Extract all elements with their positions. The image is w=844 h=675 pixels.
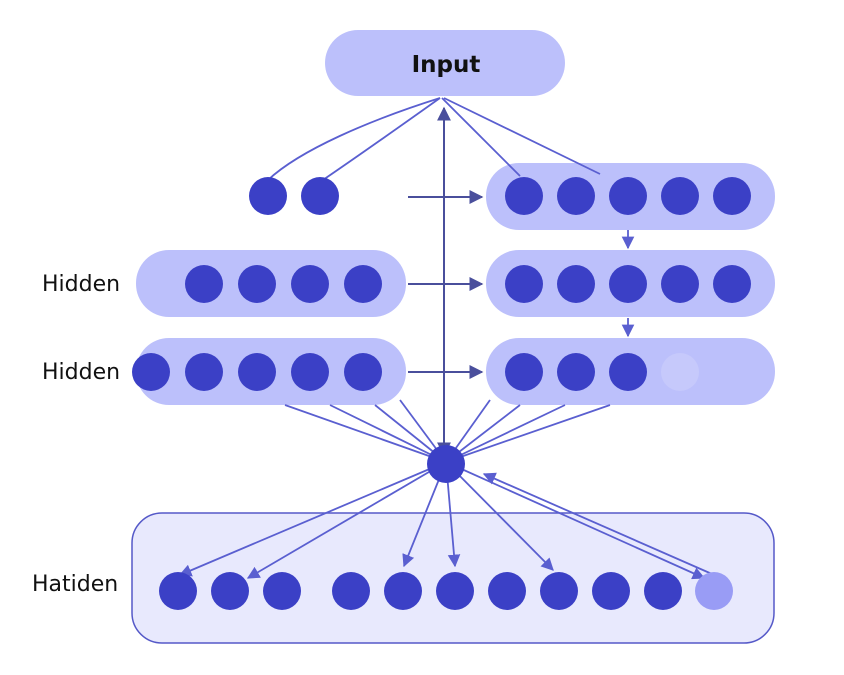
right-layer-3-nodes [505, 353, 699, 391]
node [488, 572, 526, 610]
node [263, 572, 301, 610]
link-input-to-top-left-2 [319, 97, 441, 183]
left-layer-2-nodes [132, 353, 382, 391]
node [238, 353, 276, 391]
node [344, 353, 382, 391]
link-input-to-top-left-1 [267, 97, 441, 181]
node [332, 572, 370, 610]
node [211, 572, 249, 610]
node [661, 265, 699, 303]
link-left-2-to-hub-b [329, 404, 447, 463]
hidden-label-2: Hidden [42, 360, 120, 385]
node [132, 353, 170, 391]
hub-node [427, 445, 465, 483]
hidden-label-1: Hidden [42, 272, 120, 297]
node [609, 353, 647, 391]
left-layer-1-nodes [185, 265, 382, 303]
node [557, 177, 595, 215]
node [505, 265, 543, 303]
link-input-to-right-1a [441, 97, 521, 177]
node [713, 177, 751, 215]
node [644, 572, 682, 610]
link-bottom-11-to-hub [482, 472, 713, 575]
right-layer-1-nodes [505, 177, 751, 215]
node [344, 265, 382, 303]
node-light [695, 572, 733, 610]
top-left-nodes [249, 177, 339, 215]
link-hub-to-bottom-8 [445, 461, 554, 571]
link-input-to-right-1b [443, 97, 601, 175]
node [436, 572, 474, 610]
bottom-layer-nodes [159, 572, 733, 610]
link-right-3-to-hub-c [445, 404, 566, 463]
node [185, 353, 223, 391]
node [159, 572, 197, 610]
node [505, 177, 543, 215]
link-left-2-to-hub-a [284, 404, 447, 463]
node [185, 265, 223, 303]
node [609, 265, 647, 303]
node [557, 265, 595, 303]
node [557, 353, 595, 391]
node [713, 265, 751, 303]
link-hub-to-bottom-2 [246, 461, 447, 579]
node [540, 572, 578, 610]
input-label: Input [412, 52, 481, 78]
node [661, 177, 699, 215]
link-hub-to-bottom-1 [178, 461, 447, 577]
node [291, 265, 329, 303]
input-pill [325, 30, 565, 96]
node-faded [661, 353, 699, 391]
node [291, 353, 329, 391]
node [609, 177, 647, 215]
node [238, 265, 276, 303]
node [301, 177, 339, 215]
right-layer-2-nodes [505, 265, 751, 303]
node [384, 572, 422, 610]
node [592, 572, 630, 610]
node [505, 353, 543, 391]
node [249, 177, 287, 215]
bottom-layer-label: Hatiden [32, 572, 118, 597]
link-right-3-to-hub-d [445, 404, 611, 463]
